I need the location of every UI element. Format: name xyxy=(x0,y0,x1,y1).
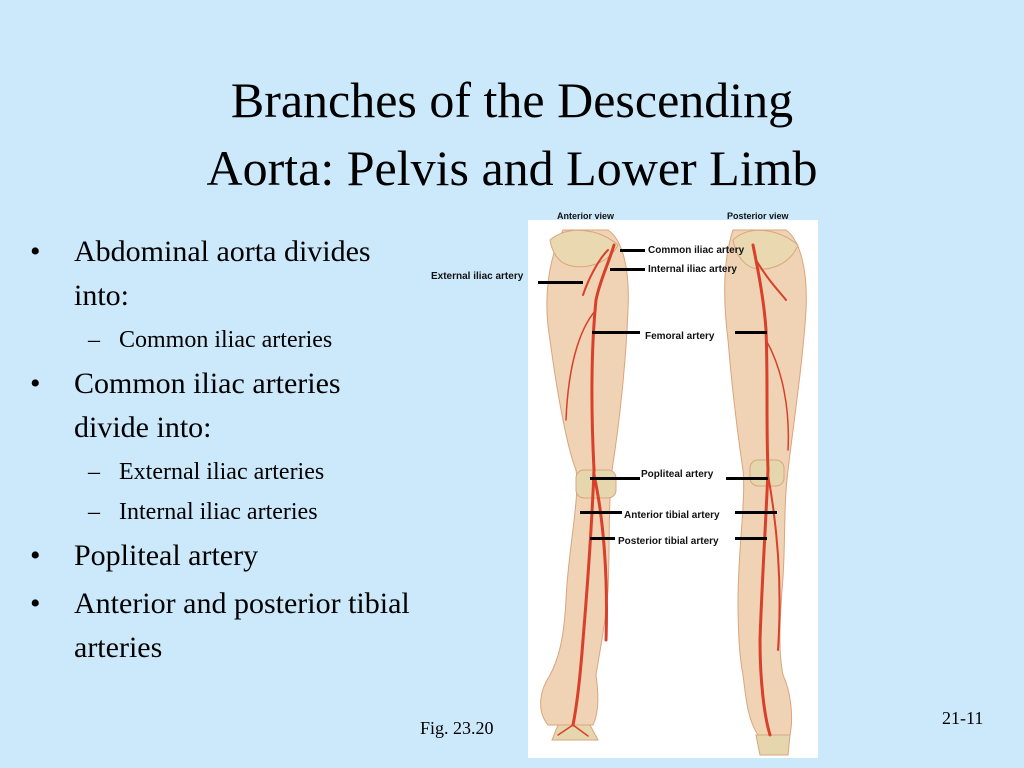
figure-caption: Fig. 23.20 xyxy=(420,718,494,738)
slide-number: 21-11 xyxy=(942,708,984,728)
posterior-tibial-label: Posterior tibial artery xyxy=(618,536,719,547)
bullet-item: •Popliteal artery xyxy=(30,539,259,572)
bullet-item: •Anterior and posterior tibial arteries xyxy=(30,587,410,664)
leader-common-iliac xyxy=(620,249,645,252)
leader-external-iliac xyxy=(538,281,583,284)
leader-anterior-tibial-left xyxy=(580,511,622,514)
sub-bullet-item: –Internal iliac arteries xyxy=(88,499,318,525)
leader-popliteal-right xyxy=(726,477,768,480)
popliteal-label: Popliteal artery xyxy=(641,469,714,480)
anterior-view-label: Anterior view xyxy=(557,211,615,221)
anterior-leg xyxy=(540,229,629,741)
leader-internal-iliac xyxy=(610,268,645,271)
leader-posterior-tibial-right xyxy=(735,537,767,540)
leader-anterior-tibial-right xyxy=(735,511,777,514)
leader-posterior-tibial-left xyxy=(590,537,615,540)
anterior-tibial-label: Anterior tibial artery xyxy=(624,510,720,521)
sub-bullet-item: –Common iliac arteries xyxy=(88,327,333,353)
common-iliac-label: Common iliac artery xyxy=(648,245,745,256)
posterior-arteries xyxy=(751,243,790,737)
internal-iliac-label: Internal iliac artery xyxy=(648,264,737,275)
femoral-label: Femoral artery xyxy=(645,331,715,342)
title-line-1: Branches of the Descending xyxy=(230,72,794,128)
leader-femoral-right xyxy=(735,331,767,334)
posterior-view-label: Posterior view xyxy=(727,211,789,221)
bullet-list: •Abdominal aorta divides into: –Common i… xyxy=(30,230,420,674)
leader-popliteal-left xyxy=(590,477,640,480)
sub-bullet-item: –External iliac arteries xyxy=(88,459,325,485)
title-line-2: Aorta: Pelvis and Lower Limb xyxy=(206,140,818,196)
slide-title: Branches of the Descending Aorta: Pelvis… xyxy=(0,66,1024,202)
posterior-leg xyxy=(724,229,807,756)
bullet-item: •Abdominal aorta divides into: xyxy=(30,235,371,312)
external-iliac-label: External iliac artery xyxy=(431,271,524,282)
leg-arteries-figure xyxy=(528,220,818,758)
leg-illustration xyxy=(540,229,807,756)
leader-femoral-left xyxy=(592,331,640,334)
bullet-item: •Common iliac arteries divide into: xyxy=(30,367,341,444)
